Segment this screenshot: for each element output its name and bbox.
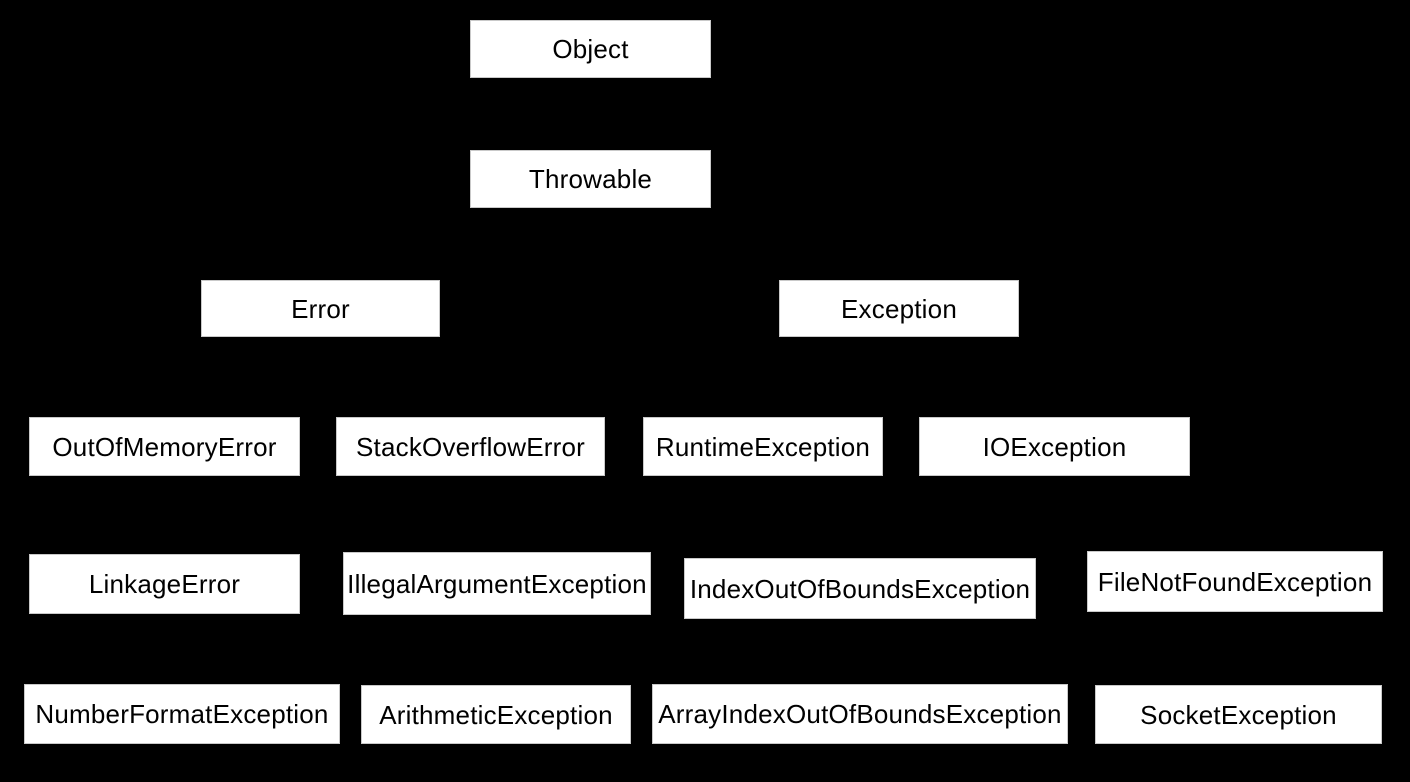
node-stackoverflowerror-label: StackOverflowError [356, 431, 585, 462]
node-outofmemoryerror-label: OutOfMemoryError [52, 431, 277, 462]
node-runtimeexception: RuntimeException [643, 417, 883, 476]
node-throwable: Throwable [470, 150, 711, 208]
node-illegalargumentexception: IllegalArgumentException [343, 552, 651, 615]
node-outofmemoryerror: OutOfMemoryError [29, 417, 300, 476]
node-numberformatexception-label: NumberFormatException [35, 699, 329, 729]
node-linkageerror: LinkageError [29, 554, 300, 614]
node-error-label: Error [291, 293, 350, 324]
node-arrayindexoutofboundsexception: ArrayIndexOutOfBoundsException [652, 684, 1068, 744]
node-numberformatexception: NumberFormatException [24, 684, 340, 744]
node-ioexception-label: IOException [982, 431, 1127, 462]
node-throwable-label: Throwable [528, 164, 653, 194]
node-arithmeticexception-label: ArithmeticException [379, 699, 613, 730]
node-indexoutofboundsexception: IndexOutOfBoundsException [684, 558, 1036, 619]
node-filenotfoundexception-label: FileNotFoundException [1097, 566, 1373, 597]
node-linkageerror-label: LinkageError [88, 569, 241, 599]
node-object-label: Object [552, 34, 629, 64]
node-illegalargumentexception-label: IllegalArgumentException [347, 568, 647, 599]
node-filenotfoundexception: FileNotFoundException [1087, 551, 1383, 612]
node-stackoverflowerror: StackOverflowError [336, 417, 605, 476]
node-socketexception-label: SocketException [1140, 699, 1337, 730]
node-exception: Exception [779, 280, 1019, 337]
node-arithmeticexception: ArithmeticException [361, 685, 631, 744]
node-exception-label: Exception [841, 293, 957, 324]
node-runtimeexception-label: RuntimeException [655, 431, 871, 462]
node-arrayindexoutofboundsexception-label: ArrayIndexOutOfBoundsException [658, 699, 1062, 729]
node-socketexception: SocketException [1095, 685, 1382, 744]
node-error: Error [201, 280, 440, 337]
node-object: Object [470, 20, 711, 78]
node-ioexception: IOException [919, 417, 1190, 476]
node-indexoutofboundsexception-label: IndexOutOfBoundsException [689, 573, 1031, 604]
